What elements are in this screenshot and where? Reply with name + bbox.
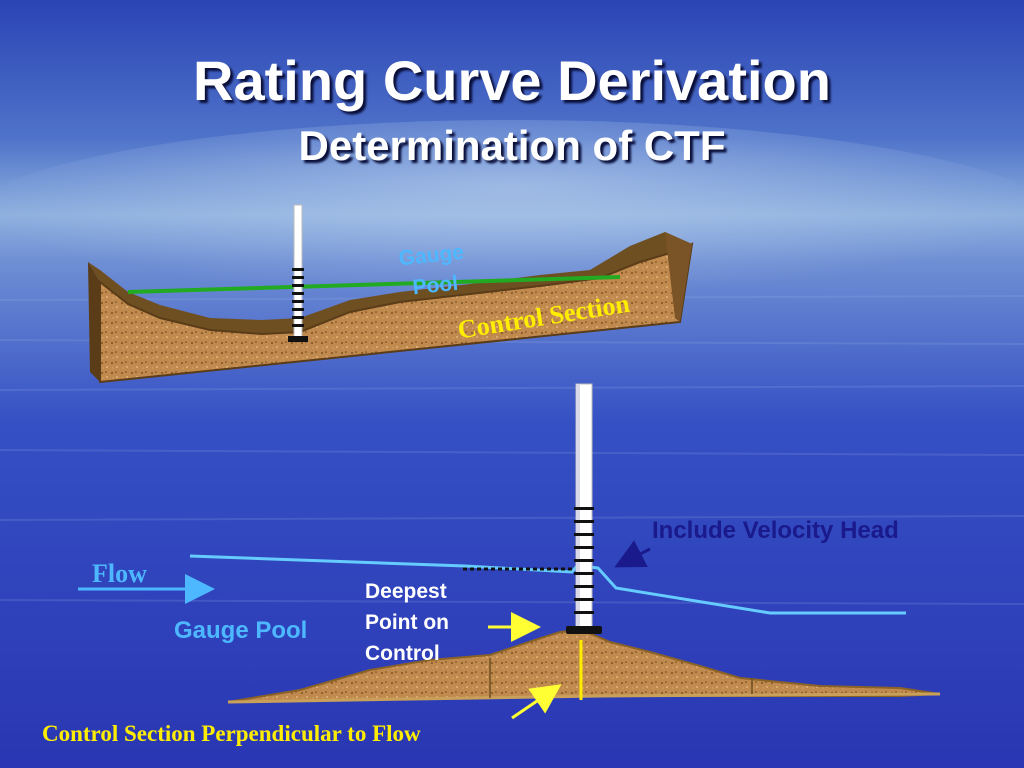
control-mound <box>227 628 941 703</box>
slide-title: Rating Curve Derivation <box>193 49 831 112</box>
gauge-pool-water-level <box>127 275 621 294</box>
deepest-point-label-line2: Point on <box>365 611 449 634</box>
velocity-head-arrow <box>614 540 651 568</box>
velocity-head-label: Include Velocity Head <box>652 517 899 544</box>
gauge-pool-label-bottom: Gauge Pool <box>174 617 307 644</box>
gauge-pool-label-top: Gauge <box>398 241 465 271</box>
control-perpendicular-arrow <box>511 684 562 720</box>
slide-subtitle: Determination of CTF <box>298 122 726 169</box>
staff-gauge-bottom <box>566 383 602 634</box>
staff-gauge-top <box>288 204 308 342</box>
top-channel-section: Gauge Pool Control Section <box>88 204 694 384</box>
deepest-point-label-line3: Control <box>365 642 440 665</box>
bottom-profile: Flow Gauge Pool Deepest Point on Control… <box>42 383 941 746</box>
control-perpendicular-label: Control Section Perpendicular to Flow <box>42 721 421 746</box>
gauge-pool-label-top-line2: Pool <box>411 272 459 300</box>
flow-label: Flow <box>92 559 147 588</box>
deepest-point-label-line1: Deepest <box>365 580 447 603</box>
water-surface-line <box>189 554 906 615</box>
